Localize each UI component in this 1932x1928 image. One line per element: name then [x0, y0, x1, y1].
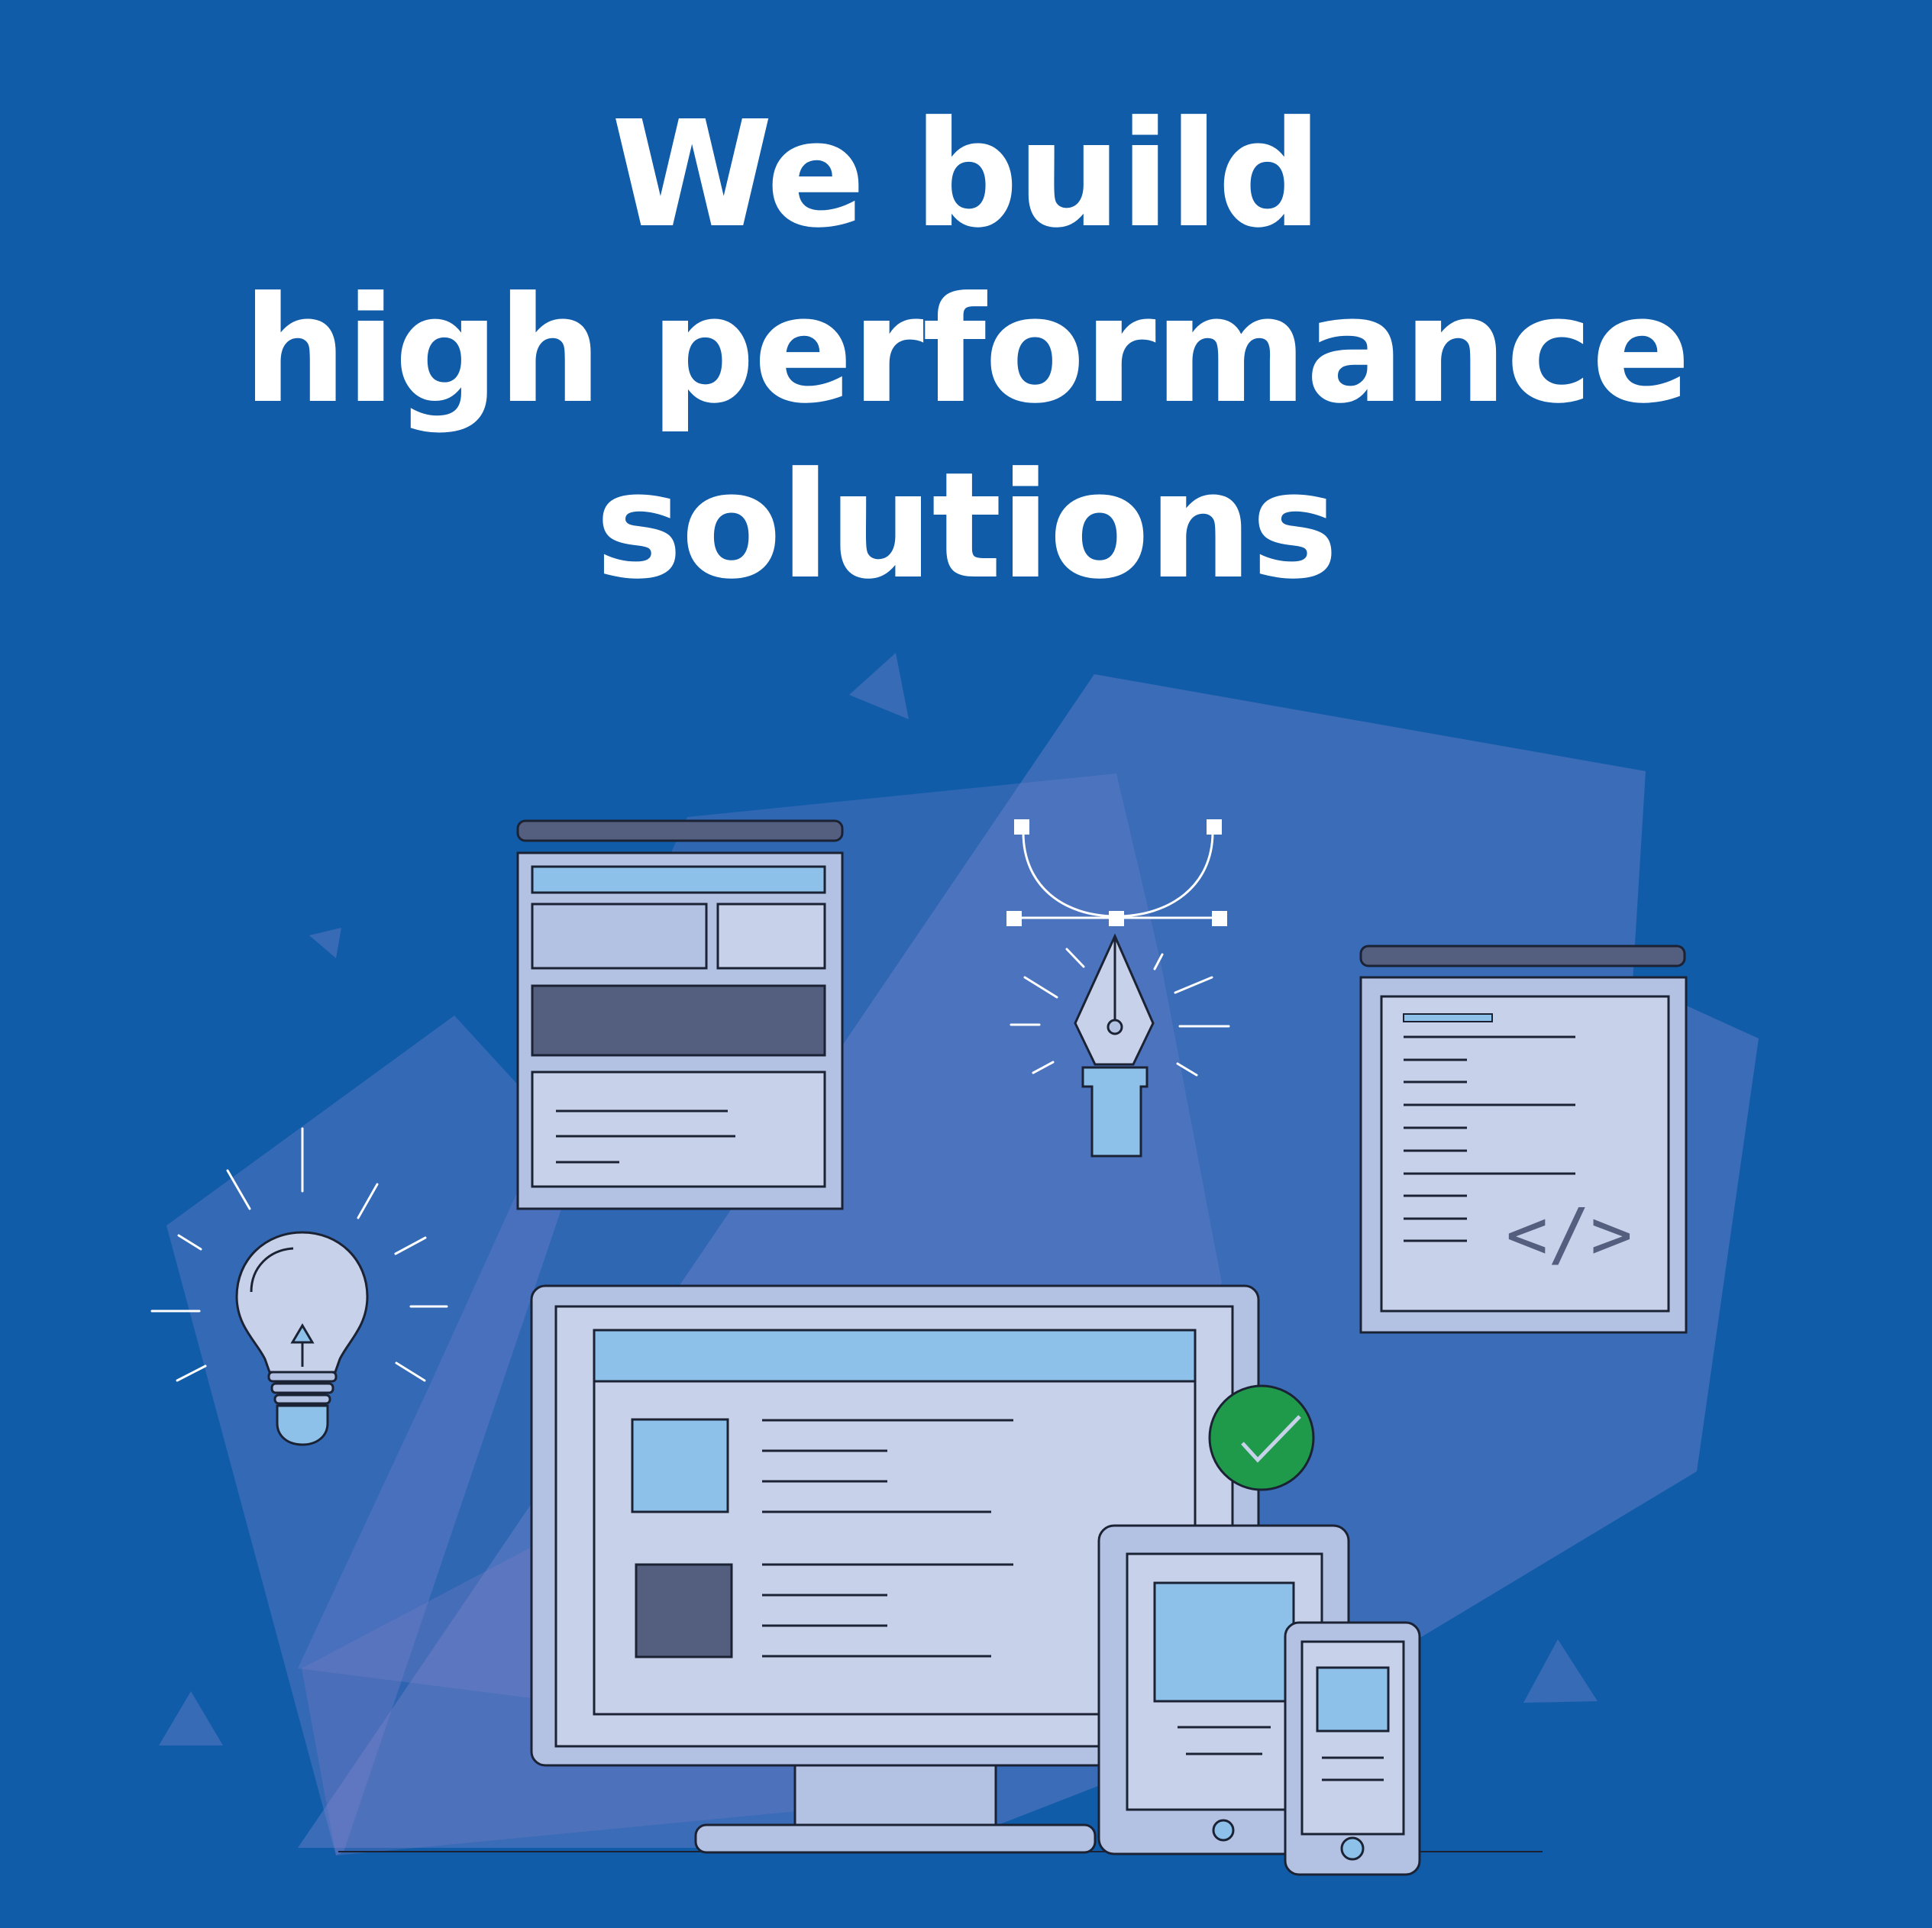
headline: We build high performance solutions — [0, 88, 1932, 615]
headline-line-1: We build — [611, 90, 1322, 260]
pen-tool-icon — [1074, 933, 1155, 1158]
pen-tool-group — [1006, 819, 1230, 1158]
code-window: </> — [1359, 945, 1688, 1334]
headline-line-2: high performance — [242, 266, 1691, 436]
lightbulb-rays — [150, 1127, 448, 1382]
wireframe-window-titlebar — [516, 819, 844, 842]
monitor-stand-base — [694, 1823, 1097, 1854]
code-window-titlebar — [1359, 945, 1686, 967]
bg-triangle-2 — [309, 928, 341, 958]
bg-triangle-3 — [159, 1691, 223, 1746]
bg-triangle-1 — [849, 653, 909, 719]
bezier-curve-icon — [1006, 819, 1227, 926]
wireframe-window — [516, 819, 844, 1210]
lightbulb-icon — [150, 1127, 448, 1446]
desktop-monitor — [530, 1284, 1260, 1854]
headline-line-3: solutions — [595, 441, 1338, 612]
checkmark-icon — [1208, 1384, 1315, 1491]
bg-triangle-4 — [1523, 1639, 1598, 1703]
phone-device — [1284, 1621, 1421, 1876]
pen-tool-rays — [1010, 948, 1230, 1077]
monitor-stand-neck — [793, 1762, 997, 1828]
code-icon: </> — [1506, 1193, 1633, 1275]
bg-shape-left — [166, 1016, 580, 1855]
